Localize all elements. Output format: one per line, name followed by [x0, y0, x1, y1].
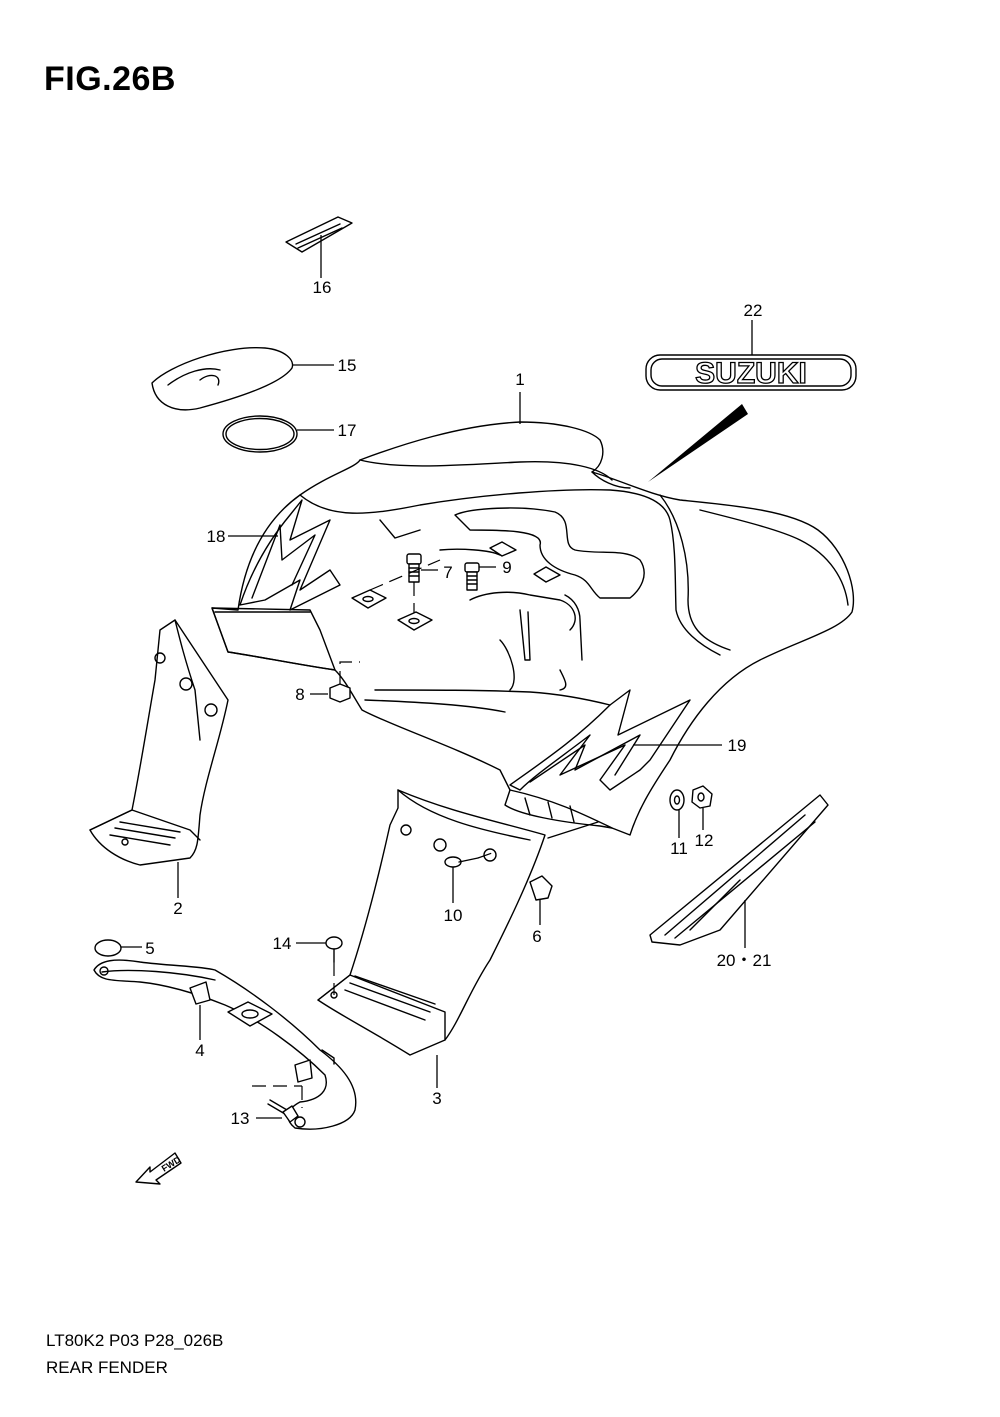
callout-18: 18 [207, 527, 226, 546]
figure-code: LT80K2 P03 P28_026B [46, 1331, 224, 1350]
callout-20-21: 20・21 [717, 951, 772, 970]
callout-5: 5 [145, 939, 154, 958]
callout-14: 14 [273, 934, 292, 953]
callout-15: 15 [338, 356, 357, 375]
fwd-arrow-icon: FWD [135, 1152, 183, 1185]
part-3-right-mudflap [317, 789, 546, 1088]
callout-6: 6 [532, 927, 541, 946]
callout-17: 17 [338, 421, 357, 440]
part-7-bolt [397, 553, 438, 631]
callout-11: 11 [670, 839, 688, 858]
part-17-ring [222, 415, 334, 453]
part-22-emblem: SUZUKI [645, 320, 857, 482]
fwd-label: FWD [160, 1154, 183, 1174]
figure-title: FIG.26B [44, 60, 176, 98]
part-1-rear-fender [211, 392, 855, 836]
part-8-nut [310, 661, 360, 703]
part-6-clip [529, 821, 599, 925]
part-11-12-washer-nut [669, 785, 713, 838]
callout-13: 13 [231, 1109, 250, 1128]
callout-8: 8 [295, 685, 304, 704]
part-16-packet [285, 216, 353, 278]
callout-9: 9 [502, 558, 511, 577]
callout-10: 10 [444, 906, 463, 925]
part-20-21-stripe [649, 794, 829, 948]
callout-1: 1 [515, 370, 524, 389]
callout-16: 16 [313, 278, 332, 297]
callout-4: 4 [195, 1041, 204, 1060]
part-10-screw [444, 851, 496, 903]
part-13-bolt [252, 1085, 303, 1123]
callout-2: 2 [173, 899, 182, 918]
part-15-pad [151, 347, 334, 411]
figure-name: REAR FENDER [46, 1358, 168, 1377]
part-2-left-mudflap [89, 619, 229, 898]
part-4-bracket [93, 959, 357, 1130]
callout-19: 19 [728, 736, 747, 755]
callout-labels: 1 2 3 4 5 6 7 8 9 10 11 12 13 14 15 16 1… [145, 278, 771, 1128]
emblem-text: SUZUKI [695, 357, 807, 390]
callout-3: 3 [432, 1089, 441, 1108]
part-14-screw [296, 936, 343, 995]
callout-12: 12 [695, 831, 714, 850]
part-5-cap [94, 939, 142, 957]
part-9-bolt [351, 541, 561, 609]
callout-22: 22 [744, 301, 763, 320]
callout-7: 7 [443, 563, 452, 582]
leader-lines [228, 535, 722, 746]
